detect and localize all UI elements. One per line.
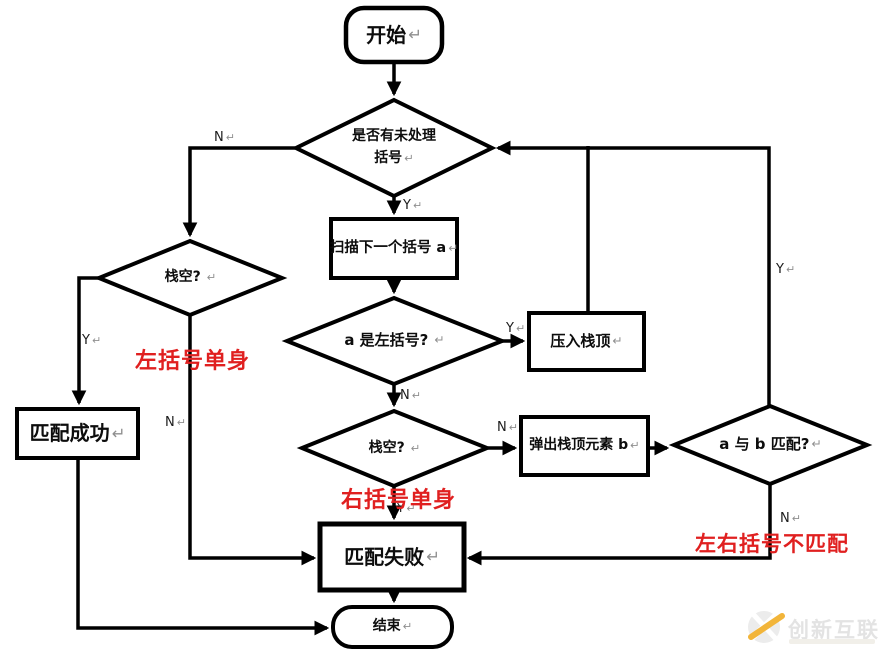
return-mark: ↵	[176, 416, 186, 429]
fail-text: 匹配失败	[344, 544, 425, 569]
success-node-label: 匹配成功↵	[17, 409, 138, 458]
edge-label-d5-yes: Y↵	[776, 262, 796, 277]
scan-text: 扫描下一个括号 a	[329, 240, 447, 257]
return-mark: ↵	[811, 437, 822, 452]
fail-node-shape	[317, 521, 467, 593]
edge-label-d3-no: N↵	[165, 415, 186, 430]
return-mark: ↵	[410, 440, 421, 455]
pop-node-label: 弹出栈顶元素 b↵	[521, 417, 648, 475]
success-text: 匹配成功	[29, 421, 110, 445]
stack-empty-left-text: 栈空?	[164, 269, 201, 286]
edge-label-d2-yes: Y↵	[506, 321, 526, 336]
has-unprocessed-line2: 括号↵	[374, 150, 414, 166]
match-ab-text: a 与 b 匹配?	[719, 435, 810, 454]
annotation-left-bracket-single: 左括号单身	[135, 349, 251, 374]
pop-text: 弹出栈顶元素 b	[529, 437, 629, 454]
success-node-shape	[15, 407, 140, 460]
stack-empty-mid-decision-shape	[296, 408, 493, 489]
return-mark: ↵	[630, 438, 640, 453]
return-mark: ↵	[225, 131, 235, 144]
edge-stack-empty-left-no-to-fail	[188, 314, 317, 566]
return-mark: ↵	[434, 333, 445, 348]
start-text: 开始	[366, 22, 407, 47]
edge-label-d3-yes: Y↵	[82, 333, 102, 348]
return-mark: ↵	[448, 241, 459, 256]
edge-label-d1-yes: Y↵	[403, 198, 423, 213]
edge-label-d1-no: N↵	[214, 130, 235, 145]
return-mark: ↵	[791, 512, 801, 525]
stack-empty-left-decision-label: 栈空? ↵	[99, 241, 282, 315]
push-node-shape	[527, 311, 646, 372]
return-mark: ↵	[91, 334, 102, 347]
edge-success-to-end	[76, 458, 330, 636]
edge-label-d2-no: N↵	[400, 388, 421, 403]
watermark-brand-text: 创新互联	[788, 618, 880, 642]
return-mark: ↵	[411, 389, 421, 402]
stack-empty-mid-text: 栈空?	[368, 439, 405, 456]
return-mark: ↵	[508, 421, 518, 434]
is-left-text: a 是左括号?	[344, 331, 429, 350]
pop-node-shape	[519, 415, 650, 477]
has-unprocessed-line1: 是否有未处理	[352, 128, 436, 145]
return-mark: ↵	[111, 423, 126, 443]
edge-label-d4-yes: Y↵	[397, 501, 416, 515]
end-node-label: 结束↵	[333, 607, 452, 647]
edge-label-d5-no: N↵	[780, 511, 801, 526]
watermark-subtext-bar	[789, 639, 875, 644]
scan-node-shape	[329, 217, 459, 280]
return-mark: ↵	[404, 151, 414, 165]
annotation-brackets-mismatch: 左右括号不匹配	[695, 532, 849, 556]
scan-node-label: 扫描下一个括号 a↵	[329, 219, 459, 278]
fail-node-label: 匹配失败↵	[320, 524, 464, 590]
stack-empty-mid-decision-label: 栈空? ↵	[302, 411, 487, 486]
edge-has-unprocessed-no-to-stack-empty-left	[182, 146, 295, 238]
is-left-decision-label: a 是左括号? ↵	[287, 298, 502, 384]
annotation-right-bracket-single: 右括号单身	[341, 488, 457, 513]
start-node-shape	[343, 5, 445, 65]
return-mark: ↵	[408, 25, 422, 45]
return-mark: ↵	[515, 322, 526, 335]
match-ab-decision-shape	[668, 403, 873, 487]
return-mark: ↵	[785, 263, 796, 276]
return-mark: ↵	[412, 199, 423, 212]
edge-match-ab-no-to-fail	[466, 484, 772, 566]
end-node-shape	[331, 605, 454, 649]
push-node-label: 压入栈顶↵	[529, 313, 644, 370]
start-node-label: 开始↵	[346, 8, 442, 62]
return-mark: ↵	[402, 619, 413, 634]
return-mark: ↵	[426, 547, 440, 567]
return-mark: ↵	[406, 501, 416, 515]
watermark-logo-icon	[748, 610, 785, 643]
has-unprocessed-decision-label: 是否有未处理 括号↵	[296, 106, 492, 190]
match-ab-decision-label: a 与 b 匹配?↵	[674, 406, 867, 484]
return-mark: ↵	[206, 270, 217, 285]
edge-loop-back-to-has-unprocessed	[495, 140, 771, 406]
is-left-decision-shape	[281, 295, 508, 387]
edge-stack-empty-left-yes-to-success	[71, 276, 100, 406]
stack-empty-left-decision-shape	[93, 238, 288, 318]
has-unprocessed-decision-shape	[291, 97, 497, 199]
push-text: 压入栈顶	[550, 331, 611, 350]
return-mark: ↵	[612, 333, 623, 348]
edge-label-d4-no: N↵	[497, 420, 518, 435]
end-text: 结束	[372, 618, 401, 635]
